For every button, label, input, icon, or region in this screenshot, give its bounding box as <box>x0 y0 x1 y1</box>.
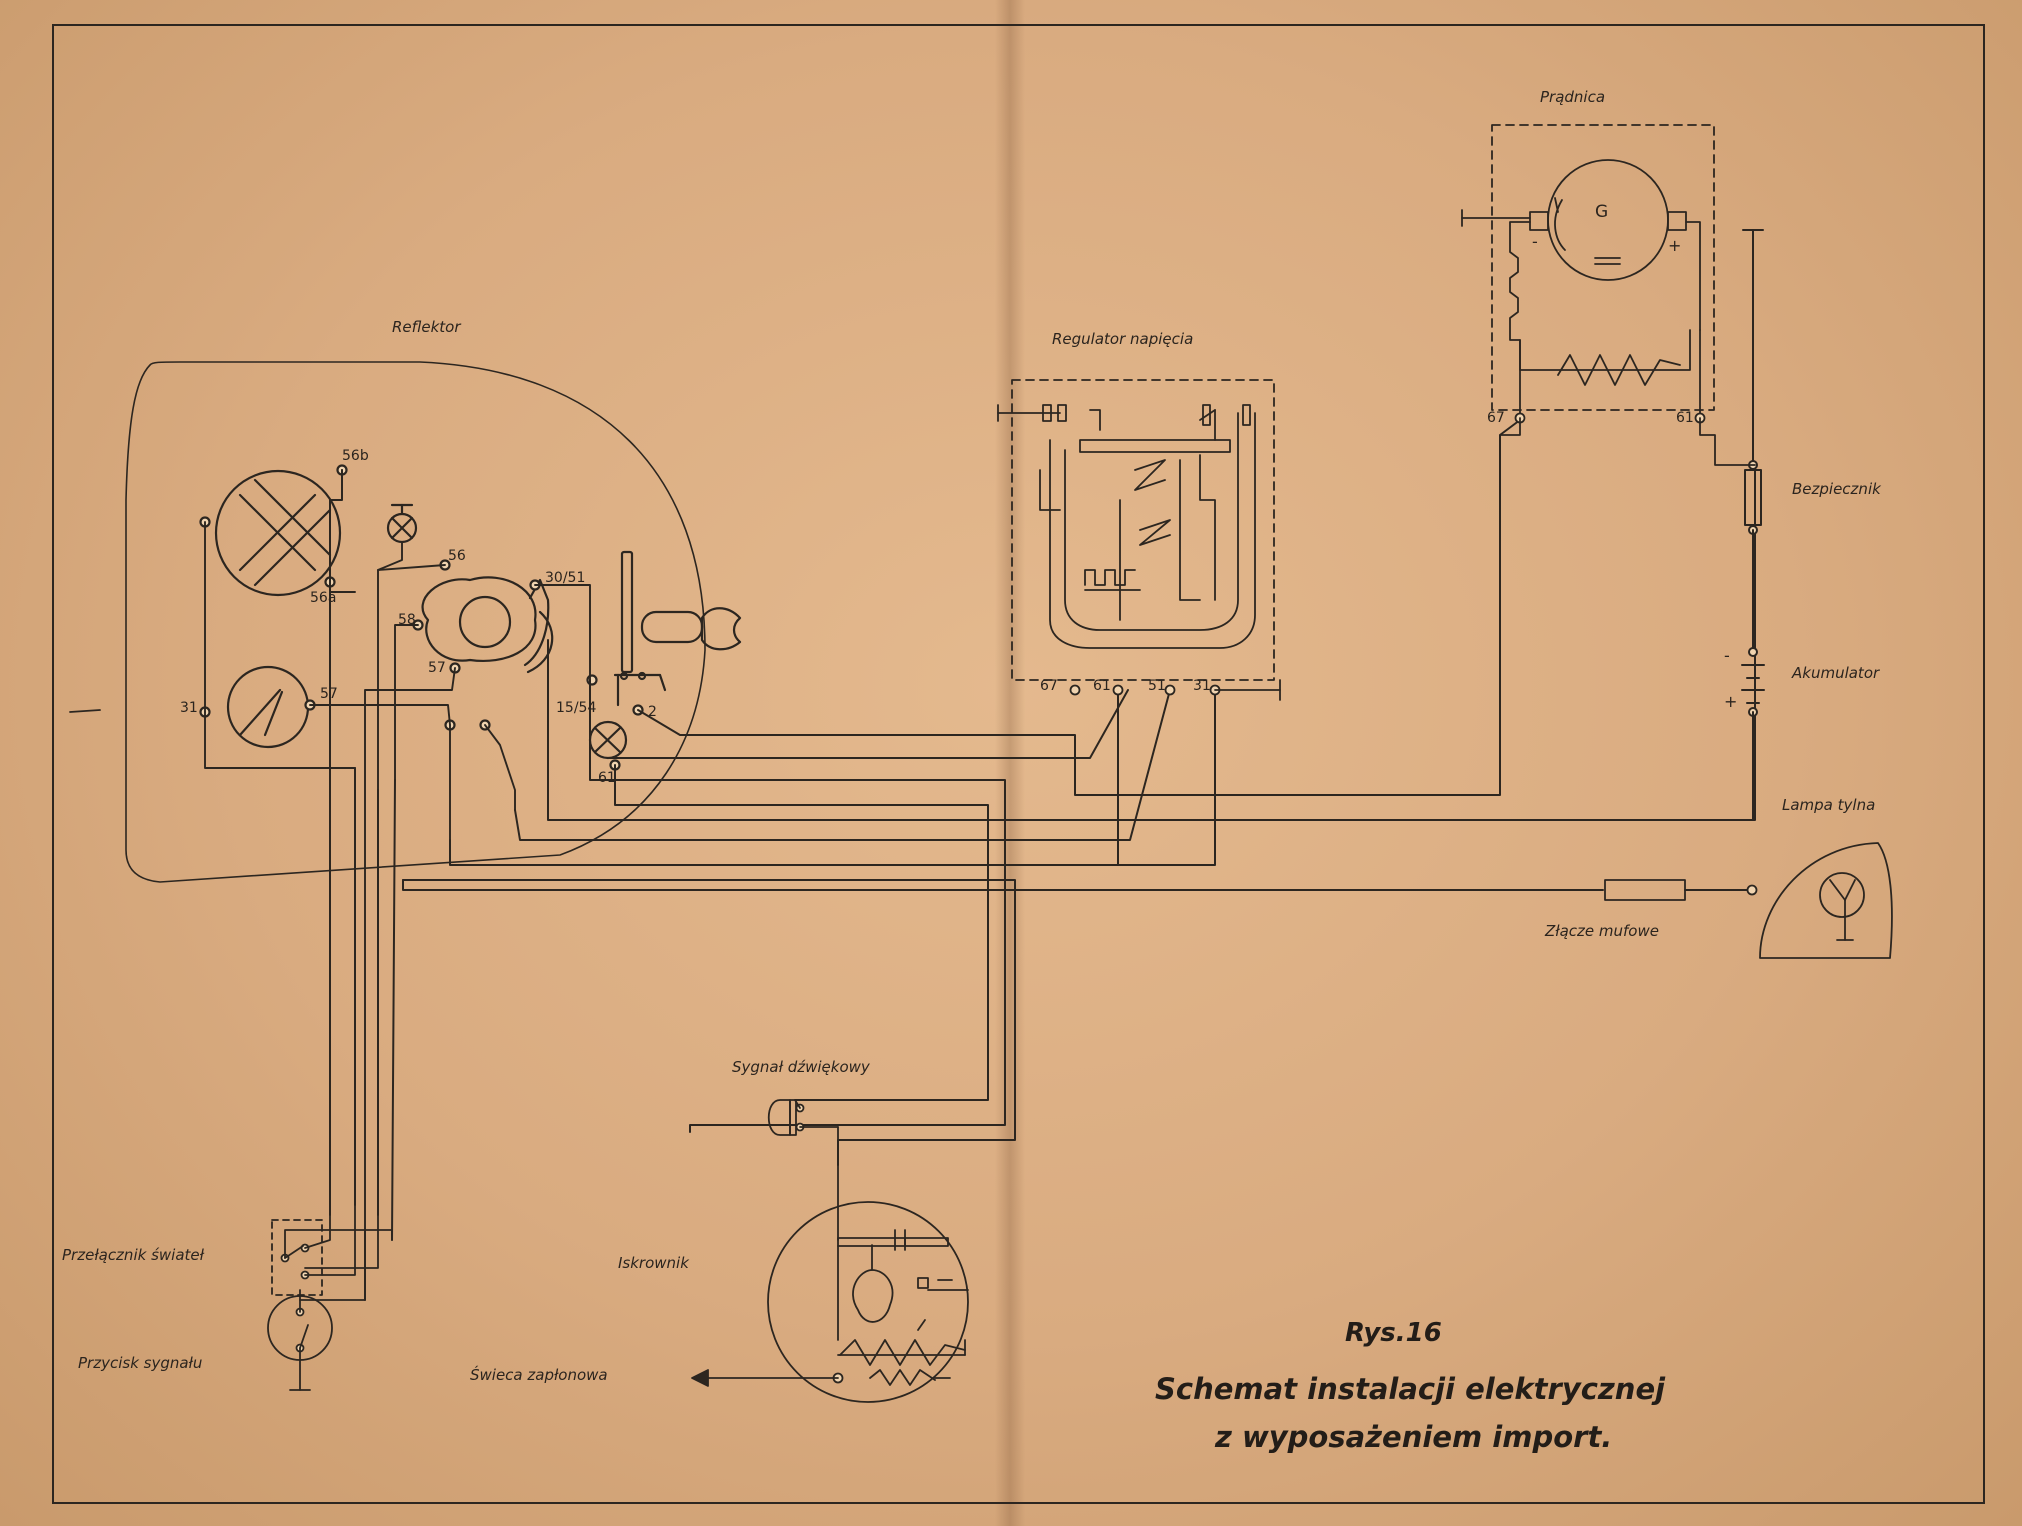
label-regulator: Regulator napięcia <box>1052 330 1194 348</box>
generator-terminal-61: 61 <box>1676 410 1694 426</box>
terminal-56b: 56b <box>342 448 369 464</box>
headlamp-housing <box>125 361 706 883</box>
terminal-58: 58 <box>398 612 416 628</box>
headlamp-wiring <box>204 469 591 1231</box>
headlamp-mark <box>69 709 101 713</box>
label-przycisk: Przycisk sygnału <box>78 1354 203 1372</box>
generator-plus: + <box>1668 236 1682 255</box>
generator-icon <box>1461 124 1715 416</box>
terminal-30-51: 30/51 <box>545 570 586 586</box>
indicator-lamp-icon <box>386 503 418 544</box>
tail-lamp-icon <box>1604 842 1893 959</box>
light-switch-icon <box>271 1204 393 1296</box>
label-reflektor: Reflektor <box>392 318 461 336</box>
terminal-15-54: 15/54 <box>556 700 597 716</box>
harness-to-switch <box>329 469 396 1301</box>
horn-icon <box>767 1099 839 1166</box>
charge-indicator-lamp-icon <box>588 720 628 760</box>
drawing-frame <box>52 24 1985 1504</box>
main-harness <box>402 419 1756 1166</box>
generator-terminals <box>1499 412 1756 466</box>
label-bezpiecznik: Bezpiecznik <box>1792 480 1881 498</box>
label-sygnal: Sygnał dźwiękowy <box>732 1058 870 1076</box>
magneto-icon <box>691 1164 969 1403</box>
regulator-terminal-67: 67 <box>1040 678 1058 694</box>
page-fold <box>995 0 1025 1526</box>
ignition-switch-icon <box>421 576 554 674</box>
battery-line <box>1741 229 1765 821</box>
title-line-2: z wyposażeniem import. <box>1215 1420 1613 1454</box>
terminal-57: 57 <box>320 686 338 702</box>
figure-number: Rys.16 <box>1345 1318 1442 1348</box>
battery-minus: - <box>1724 646 1730 665</box>
label-lampa: Lampa tylna <box>1782 796 1876 814</box>
terminal-56: 56 <box>448 548 466 564</box>
horn-button-icon <box>267 1289 366 1391</box>
battery-plus: + <box>1724 692 1738 711</box>
ignition-key-icon <box>613 550 742 707</box>
terminal-56a: 56a <box>310 590 337 606</box>
terminal-31: 31 <box>180 700 198 716</box>
terminal-2: 2 <box>648 704 657 720</box>
label-iskrownik: Iskrownik <box>618 1254 689 1272</box>
parking-bulb-icon <box>226 665 310 749</box>
regulator-terminals <box>1069 679 1281 701</box>
terminal-57-upper: 57 <box>428 660 446 676</box>
label-akumulator: Akumulator <box>1792 664 1880 682</box>
label-pradnica: Prądnica <box>1540 88 1606 106</box>
regulator-terminal-31: 31 <box>1193 678 1211 694</box>
label-swieca: Świeca zapłonowa <box>470 1366 608 1384</box>
label-zlacze: Złącze mufowe <box>1545 922 1659 940</box>
regulator-terminal-51: 51 <box>1148 678 1166 694</box>
title-line-1: Schemat instalacji elektrycznej <box>1155 1372 1666 1406</box>
terminal-61-lamp: 61 <box>598 770 616 786</box>
generator-minus: - <box>1532 232 1538 251</box>
headlamp-terminals <box>199 464 644 771</box>
regulator-terminal-61: 61 <box>1093 678 1111 694</box>
generator-symbol: G <box>1595 202 1609 222</box>
voltage-regulator-icon <box>997 379 1275 681</box>
generator-terminal-67: 67 <box>1487 410 1505 426</box>
main-bulb-icon <box>214 469 342 597</box>
label-przelacznik: Przełącznik świateł <box>62 1246 204 1264</box>
